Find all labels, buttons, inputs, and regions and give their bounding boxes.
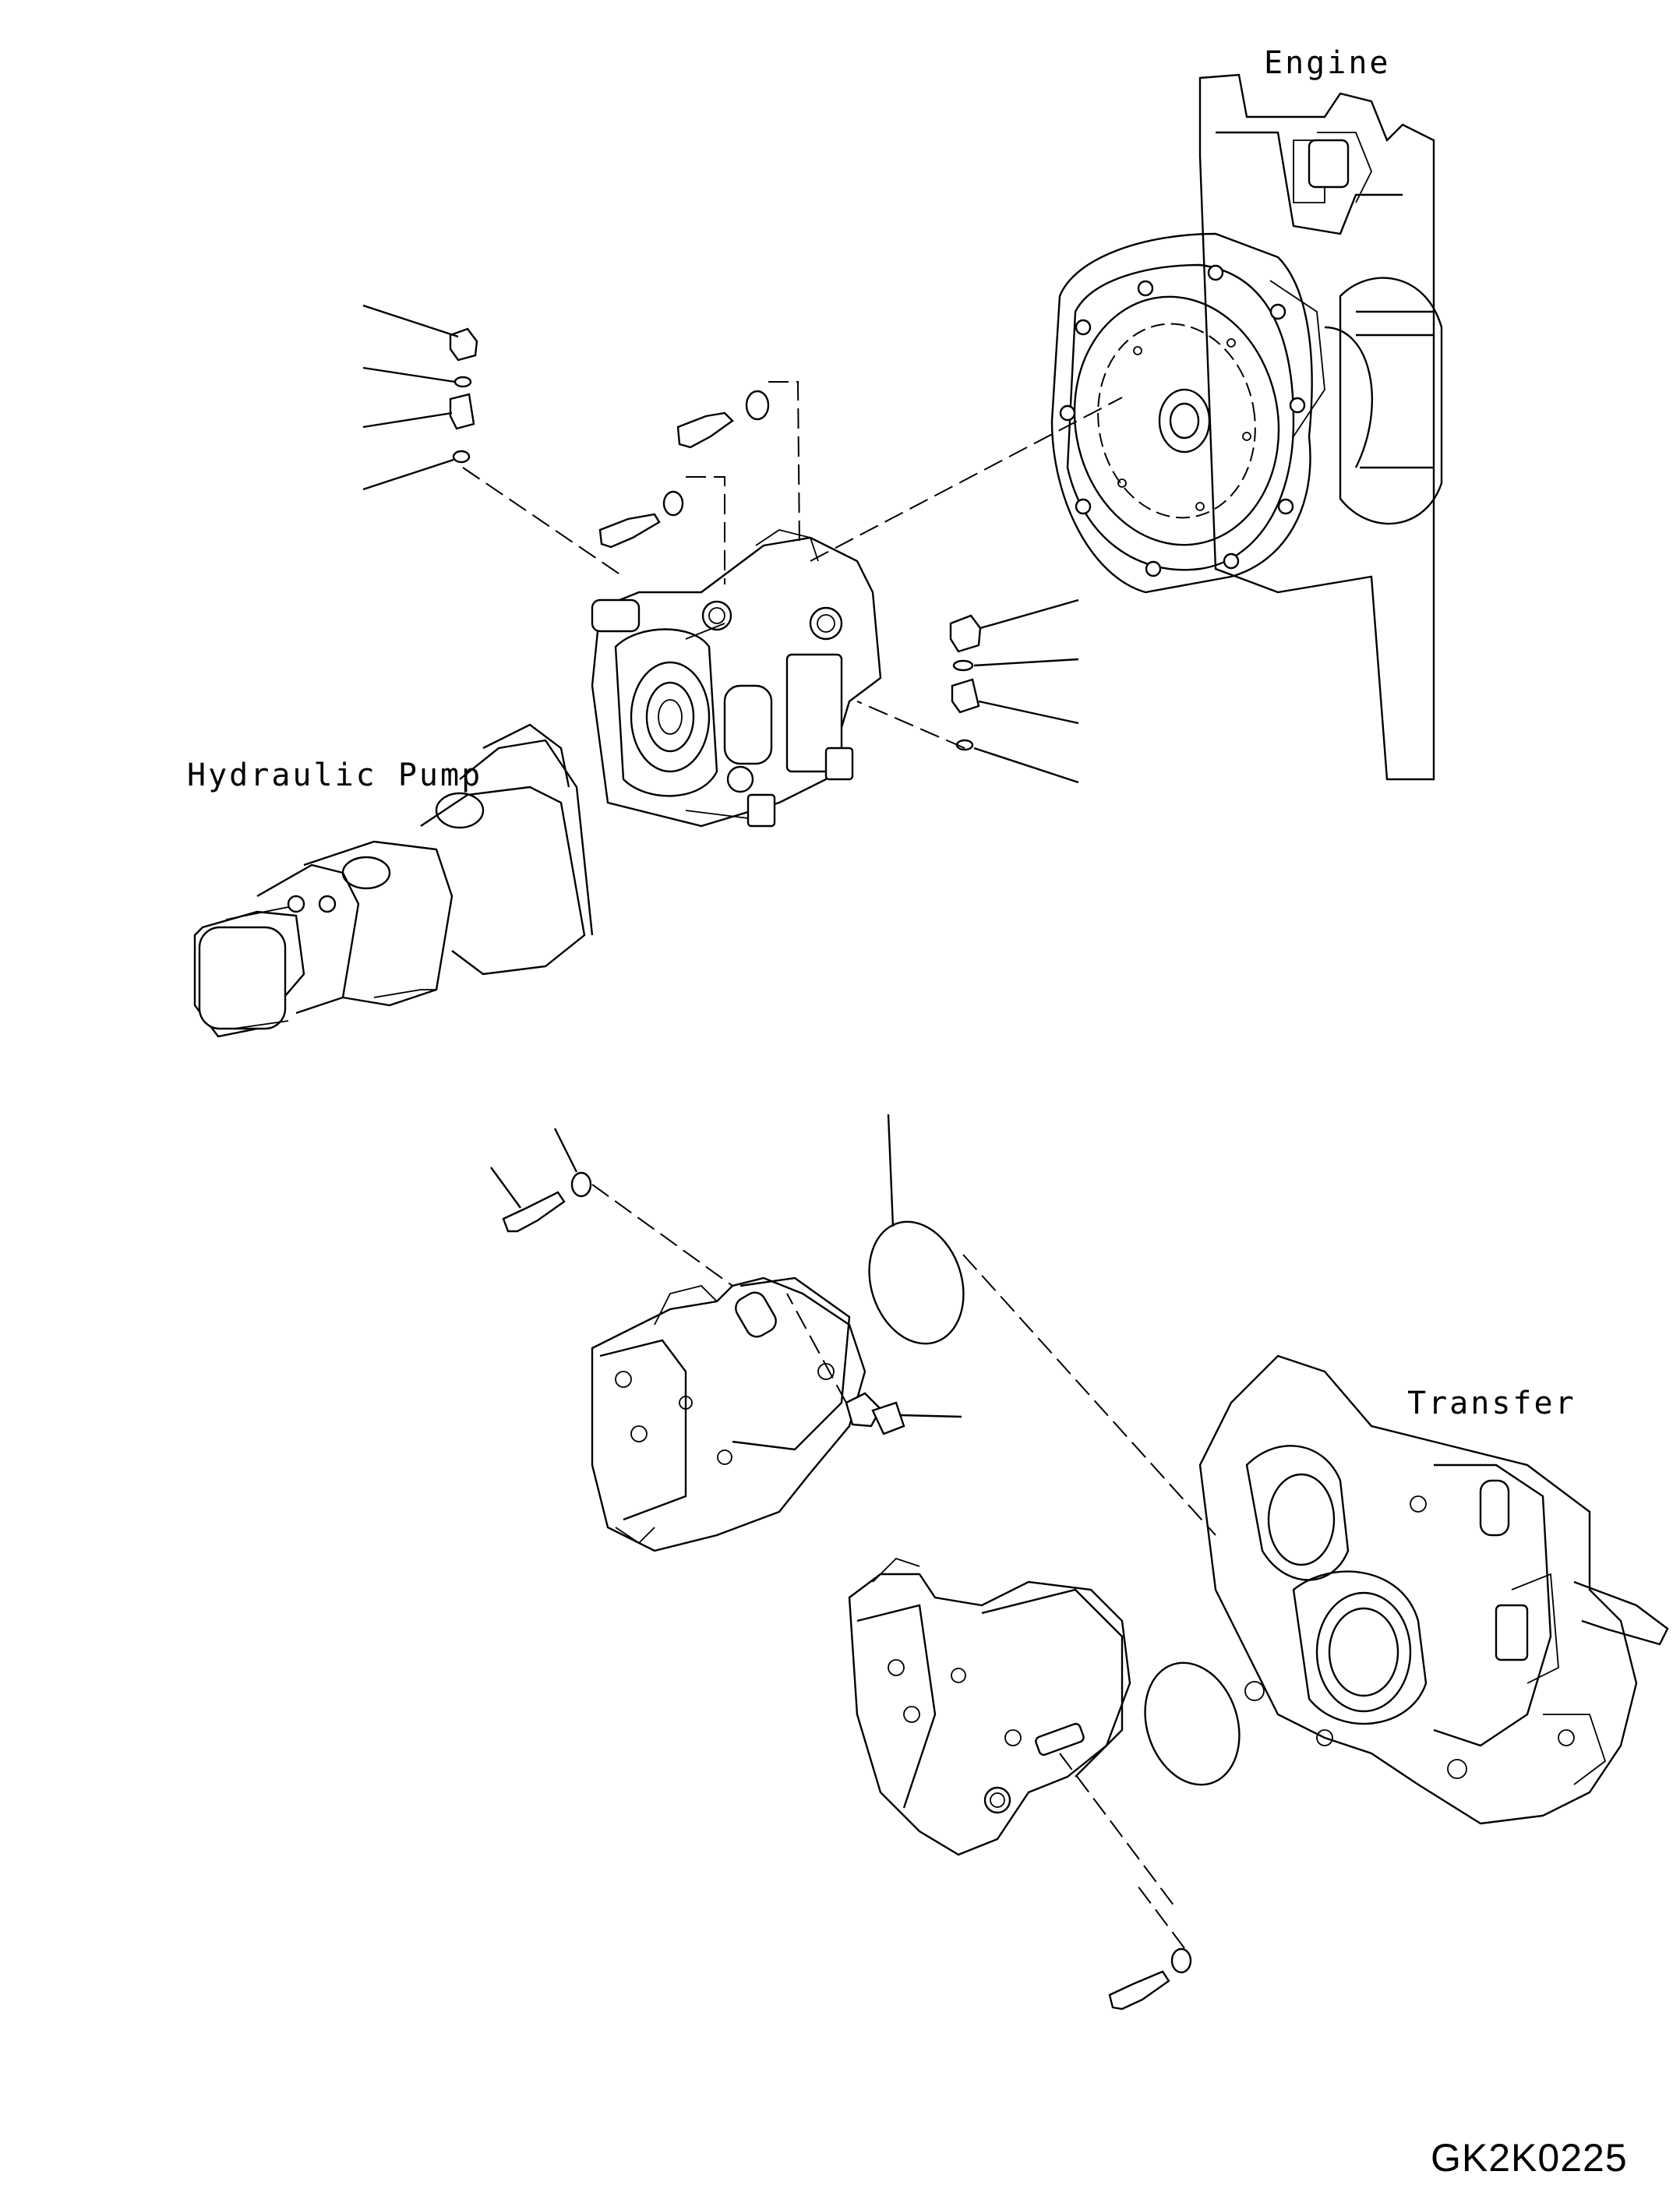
- motor-upper-bolt: [490, 1128, 733, 1287]
- hydraulic-motor-lower: [848, 1557, 1177, 1910]
- transfer-case: [1198, 1354, 1669, 1825]
- engine-label: Engine: [1264, 45, 1391, 81]
- pump-fittings-right: [856, 598, 1079, 784]
- o-ring-lower: [1144, 1661, 1241, 1786]
- pump-mount-bolts: [598, 381, 1123, 584]
- hydraulic-pump-tandem: [193, 723, 594, 1038]
- drawing-code: GK2K0225: [1431, 2136, 1628, 2180]
- hydraulic-pump-body: [591, 529, 882, 828]
- pump-fittings-left: [362, 304, 624, 577]
- hydraulic-pump-label: Hydraulic Pump: [187, 757, 483, 793]
- motor-lower-bolt: [1108, 1885, 1192, 2011]
- o-ring-upper: [868, 1114, 1216, 1536]
- transfer-label: Transfer: [1407, 1386, 1576, 1421]
- hydraulic-motor-upper: [591, 1276, 962, 1552]
- engine-assembly: [1050, 73, 1443, 781]
